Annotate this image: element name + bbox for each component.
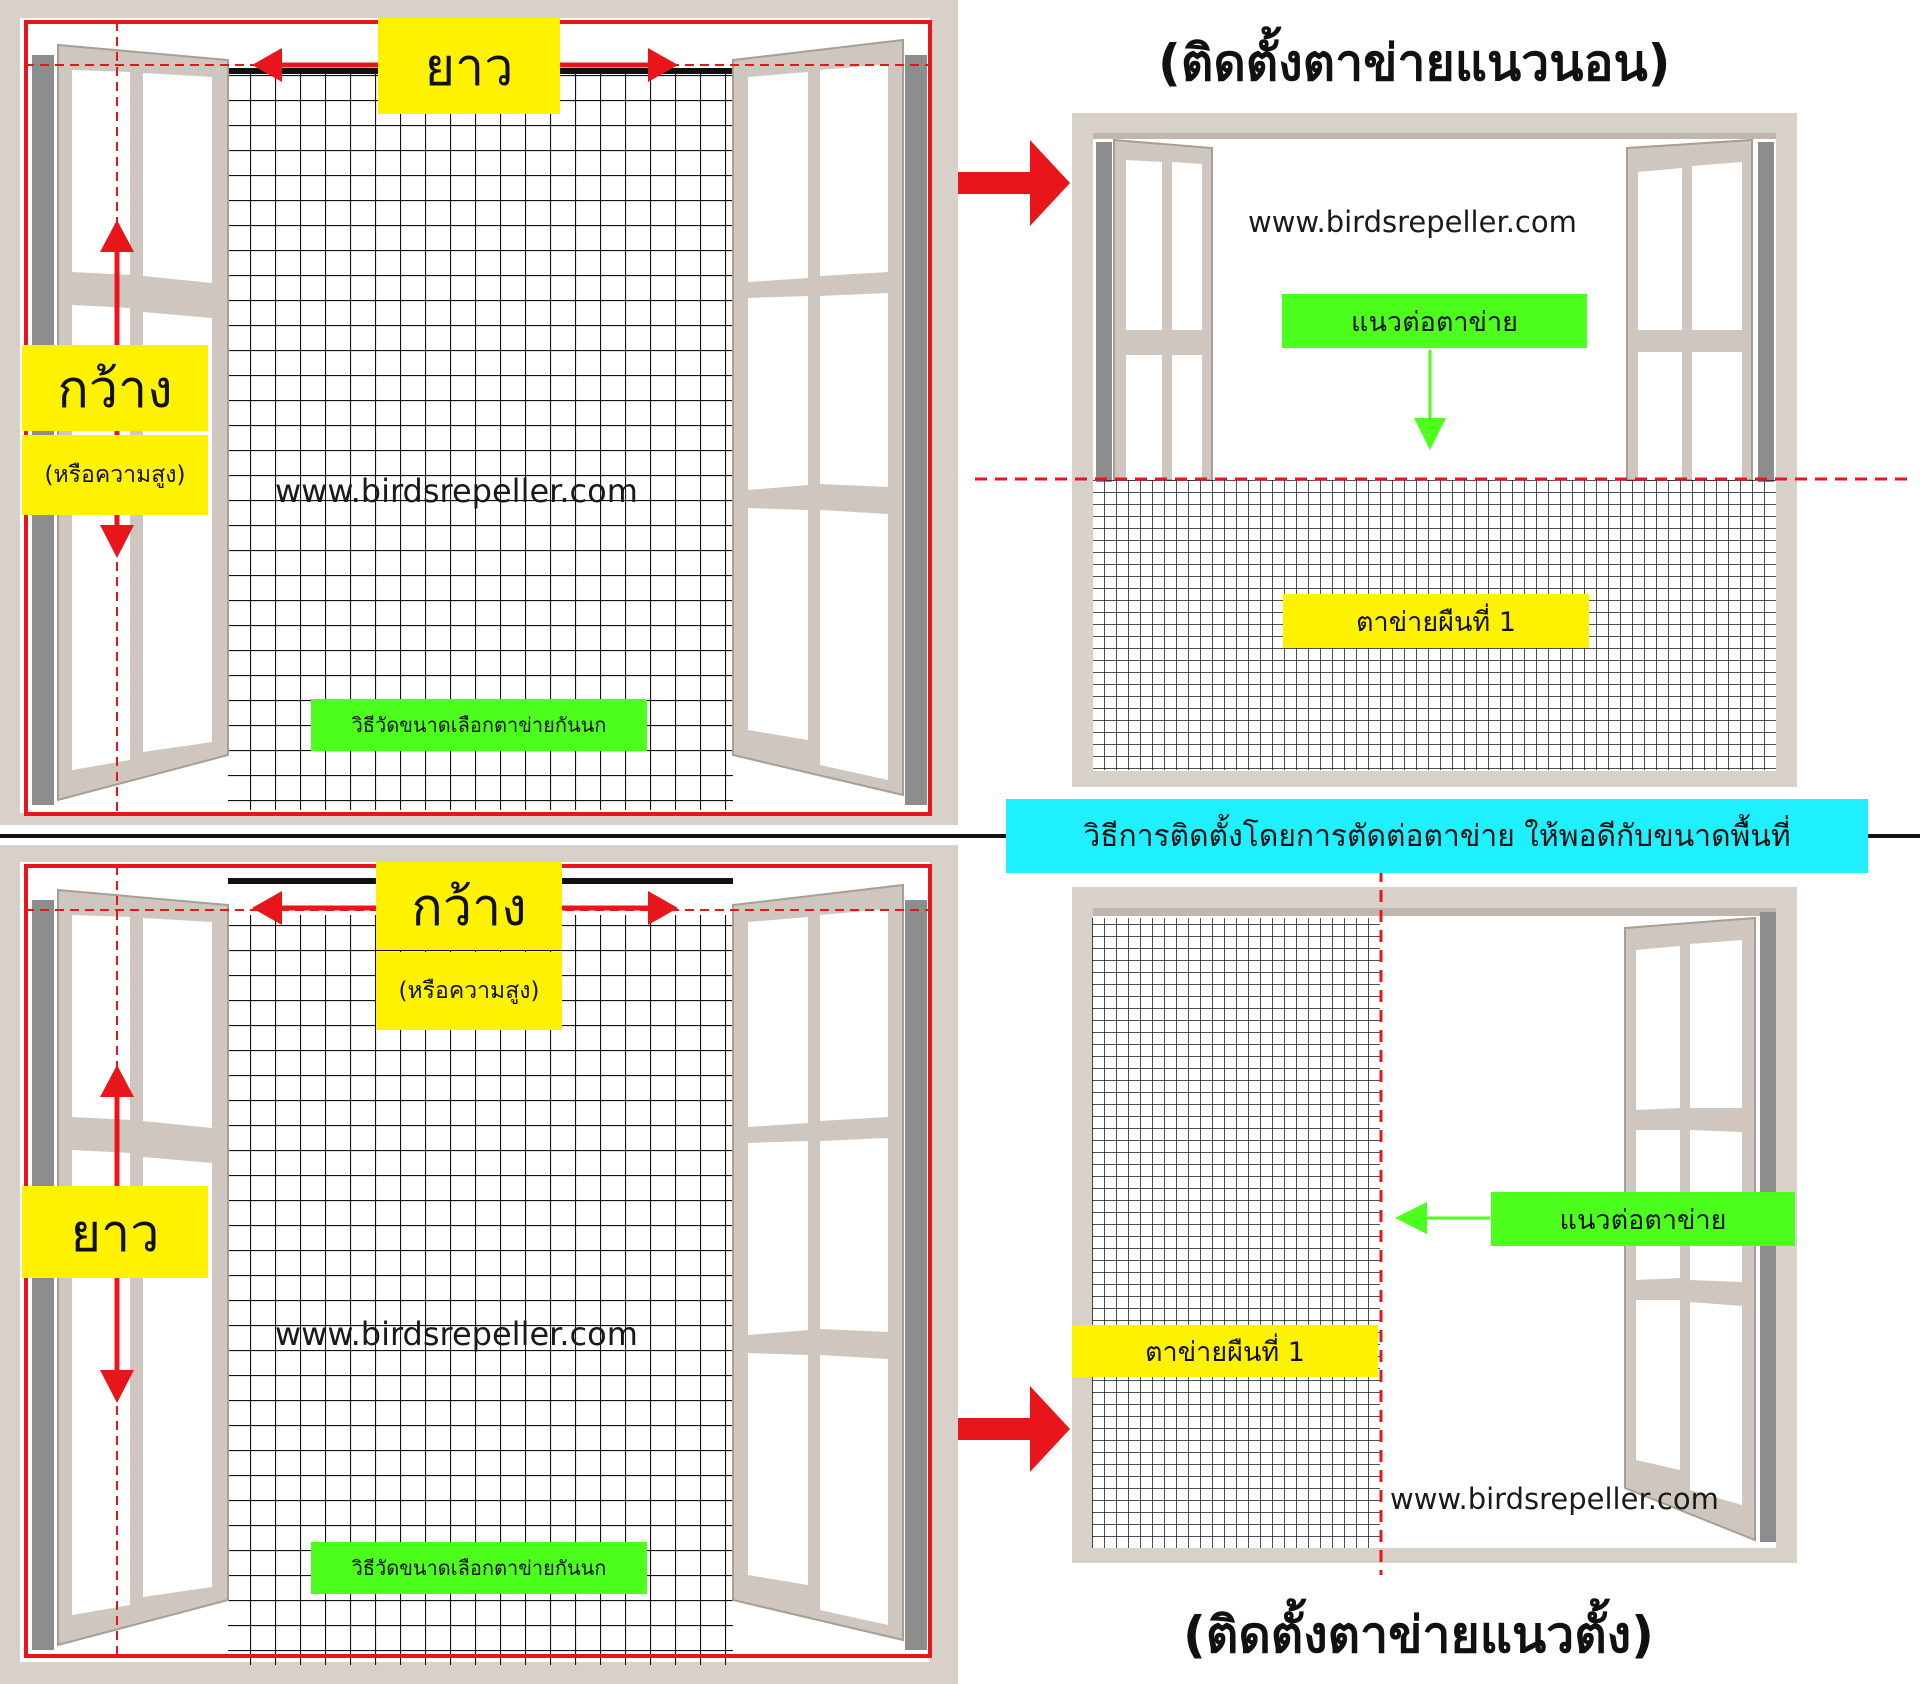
left-window-sash (1113, 138, 1213, 481)
measure-caption: วิธีวัดขนาดเลือกตาข่ายกันนก (311, 699, 647, 751)
watermark: www.birdsrepeller.com (1248, 205, 1577, 239)
width-sub-label: (หรือความสูง) (22, 435, 208, 515)
vertical-install-title: (ติดตั้งตาข่ายแนวตั้ง) (1183, 1606, 1654, 1664)
bird-net (228, 70, 733, 810)
watermark: www.birdsrepeller.com (275, 472, 638, 510)
join-label: แนวต่อตาข่าย (1282, 294, 1587, 348)
width-label: กว้าง (376, 862, 562, 950)
install-method-banner: วิธีการติดตั้งโดยการตัดต่อตาข่าย ให้พอดี… (1006, 799, 1868, 873)
horizontal-install-title: (ติดตั้งตาข่ายแนวนอน) (1158, 34, 1671, 92)
bird-net-sheet-1 (1092, 918, 1380, 1548)
width-label: กว้าง (22, 345, 208, 431)
right-window-sash (732, 38, 904, 797)
watermark: www.birdsrepeller.com (1390, 1482, 1719, 1516)
length-label: ยาว (378, 18, 560, 114)
join-pointer-arrow (1414, 350, 1446, 450)
horizontal-install-panel (975, 113, 1910, 787)
length-label: ยาว (22, 1186, 208, 1278)
measure-caption: วิธีวัดขนาดเลือกตาข่ายกันนก (311, 1542, 647, 1594)
watermark: www.birdsrepeller.com (275, 1315, 638, 1353)
join-label: แนวต่อตาข่าย (1491, 1192, 1795, 1246)
sheet-label: ตาข่ายผืนที่ 1 (1072, 1325, 1378, 1377)
sheet-label: ตาข่ายผืนที่ 1 (1283, 594, 1589, 648)
join-pointer-arrow (1395, 1202, 1490, 1234)
right-window-sash (732, 883, 904, 1642)
measure-panel-top (0, 0, 958, 825)
red-arrow-top (958, 140, 1070, 226)
width-sub-label: (หรือความสูง) (376, 952, 562, 1030)
red-arrow-bottom (958, 1386, 1070, 1472)
right-window-sash (1626, 138, 1753, 481)
bird-net (228, 915, 733, 1665)
